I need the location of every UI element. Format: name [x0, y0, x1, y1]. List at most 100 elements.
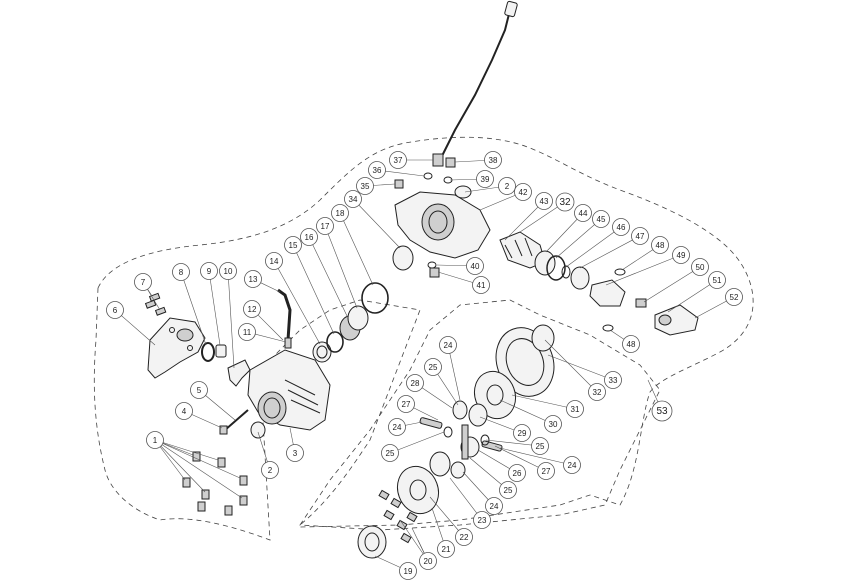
callout-circle: [146, 431, 164, 449]
callout-number: 27: [402, 400, 411, 409]
callout-circle: [563, 456, 581, 474]
callout-circle: [555, 192, 575, 212]
callout-number: 31: [571, 405, 580, 414]
leader-line: [499, 399, 554, 425]
diff-case-cover: [396, 465, 440, 515]
callout-7: 7: [134, 273, 161, 311]
callout-number: 30: [549, 420, 558, 429]
callout-circle: [537, 462, 555, 480]
leader-line: [154, 439, 206, 493]
callout-31: 31: [511, 394, 584, 418]
callout-circle: [219, 262, 237, 280]
callout-circle: [498, 177, 516, 195]
callout-circle: [389, 151, 407, 169]
u-joint-cap: [658, 314, 672, 326]
callout-27: 27: [494, 445, 555, 480]
callout-circle: [300, 228, 318, 246]
callout-circle: [588, 383, 606, 401]
axle-housing: [247, 349, 331, 431]
callout-49: 49: [605, 246, 690, 286]
callout-35: 35: [356, 177, 396, 195]
callout-number: 52: [730, 293, 739, 302]
callout-circle: [651, 236, 669, 254]
callout-circle: [397, 395, 415, 413]
callout-circle: [356, 177, 374, 195]
callout-number: 37: [394, 156, 403, 165]
callout-45: 45: [555, 210, 610, 259]
callout-37: 37: [389, 151, 433, 169]
flange-o-ring: [614, 268, 626, 276]
carrier-bearing-left: [357, 525, 387, 559]
sensor-o-ring: [423, 172, 433, 180]
callout-number: 7: [141, 278, 146, 287]
pinion-bearing-stack: [312, 282, 389, 363]
callout-47: 47: [579, 227, 649, 269]
speed-sensor-cable: [439, 0, 518, 161]
callout-24: 24: [462, 471, 503, 515]
callout-circle: [531, 437, 549, 455]
leader-line: [667, 279, 718, 313]
callout-number: 35: [361, 182, 370, 191]
callout-number: 33: [609, 376, 618, 385]
callout-41: 41: [437, 271, 490, 294]
shift-fork: [227, 359, 251, 387]
callout-number: 15: [289, 241, 298, 250]
callout-13: 13: [244, 270, 281, 293]
callout-number: 17: [321, 222, 330, 231]
callout-circle: [424, 358, 442, 376]
yoke-flange: [589, 279, 626, 307]
o-ring: [201, 342, 215, 362]
callout-number: 49: [677, 251, 686, 260]
callout-number: 24: [444, 341, 453, 350]
callout-number: 18: [336, 209, 345, 218]
callout-number: 24: [393, 423, 402, 432]
callout-25: 25: [469, 457, 517, 499]
leader-line: [494, 445, 547, 472]
callout-30: 30: [499, 399, 562, 433]
callout-circle: [439, 336, 457, 354]
plug-bolt: [219, 425, 228, 435]
callout-36: 36: [368, 161, 425, 179]
callout-circle: [473, 511, 491, 529]
callout-number: 6: [113, 306, 118, 315]
callout-circle: [238, 323, 256, 341]
callout-circle: [190, 381, 208, 399]
sensor-plug: [445, 157, 456, 168]
leader-line: [485, 439, 541, 447]
callout-circle: [244, 270, 262, 288]
callout-number: 1: [153, 436, 158, 445]
callout-11: 11: [238, 323, 287, 343]
housing-seal: [454, 185, 472, 199]
speed-sensor: [432, 153, 444, 167]
callout-number: 26: [513, 469, 522, 478]
callout-circle: [544, 415, 562, 433]
callout-number: 40: [471, 262, 480, 271]
leader-line: [389, 431, 445, 454]
leader-line: [227, 270, 235, 369]
breather-hose: [277, 288, 292, 341]
callout-circle: [622, 335, 640, 353]
callout-number: 21: [442, 545, 451, 554]
callout-circle: [651, 400, 673, 422]
callout-42: 42: [479, 183, 532, 211]
hose-fitting: [284, 337, 292, 349]
leader-line: [273, 260, 321, 345]
callout-20: 20: [399, 519, 437, 570]
callout-43: 43: [504, 192, 553, 241]
callout-1: 1: [146, 431, 243, 499]
callout-number: 23: [478, 516, 487, 525]
leader-line: [339, 212, 374, 286]
callout-46: 46: [565, 218, 630, 268]
callout-16: 16: [300, 228, 349, 319]
drain-plug: [429, 267, 440, 278]
callout-24: 24: [499, 447, 581, 474]
callout-circle: [472, 276, 490, 294]
callout-50: 50: [643, 258, 709, 303]
callout-number: 13: [249, 275, 258, 284]
callout-circle: [604, 371, 622, 389]
assembly-outline: [93, 136, 754, 541]
callout-2: 2: [257, 431, 279, 479]
callout-circle: [631, 227, 649, 245]
leader-line: [324, 225, 358, 309]
